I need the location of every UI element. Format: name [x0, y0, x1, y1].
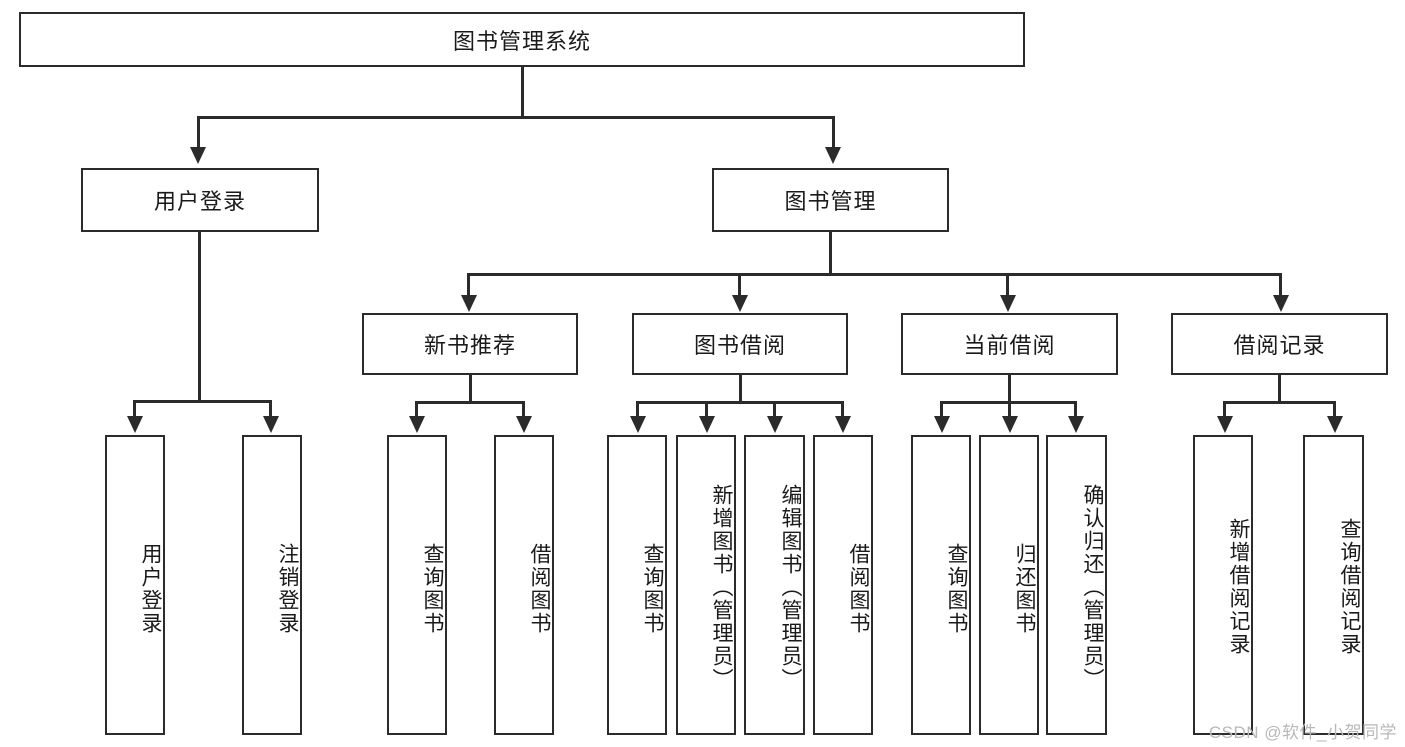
- arrowhead-borrow-to-leaf-2: [699, 416, 715, 433]
- arrowhead-current-to-leaf-3: [1068, 416, 1084, 433]
- edge-bookmgmt-bus: [467, 273, 1282, 276]
- arrowhead-root-to-bookmgmt: [825, 147, 841, 164]
- leaf-confirm-return[interactable]: 确认归还（管理员）: [1046, 435, 1107, 735]
- node-borrow-records[interactable]: 借阅记录: [1171, 313, 1388, 375]
- edge-borrow-to-leaf-4: [841, 401, 844, 418]
- leaf-user-login[interactable]: 用户登录: [105, 435, 165, 735]
- edge-newbook-stem: [469, 375, 472, 403]
- node-user-login[interactable]: 用户登录: [81, 168, 319, 232]
- node-current-borrow[interactable]: 当前借阅: [901, 313, 1118, 375]
- edge-records-to-leaf-2: [1333, 401, 1336, 418]
- arrowhead-root-to-login: [190, 147, 206, 164]
- arrowhead-borrow-to-leaf-4: [835, 416, 851, 433]
- leaf-borrow-book-1[interactable]: 借阅图书: [494, 435, 554, 735]
- leaf-borrow-book-2[interactable]: 借阅图书: [813, 435, 873, 735]
- leaf-query-book-3[interactable]: 查询图书: [911, 435, 971, 735]
- leaf-query-book-1[interactable]: 查询图书: [387, 435, 447, 735]
- arrowhead-bookmgmt-to-newbook: [461, 295, 477, 312]
- edge-bookmgmt-to-newbook: [467, 273, 470, 297]
- edge-borrow-to-leaf-3: [773, 401, 776, 418]
- arrowhead-current-to-leaf-1: [934, 416, 950, 433]
- arrowhead-login-to-leaf-2: [263, 416, 279, 433]
- edge-root-to-bookmgmt: [832, 116, 835, 149]
- edge-borrow-bus: [636, 401, 844, 404]
- edge-root-to-login: [197, 116, 200, 149]
- arrowhead-newbook-to-leaf-2: [516, 416, 532, 433]
- arrowhead-borrow-to-leaf-1: [630, 416, 646, 433]
- arrowhead-records-to-leaf-2: [1327, 416, 1343, 433]
- csdn-watermark: CSDN @软件_小贺同学: [1208, 723, 1397, 742]
- edge-records-bus: [1223, 401, 1336, 404]
- leaf-add-book[interactable]: 新增图书（管理员）: [676, 435, 736, 735]
- leaf-query-borrow-record[interactable]: 查询借阅记录: [1303, 435, 1364, 735]
- arrowhead-login-to-leaf-1: [127, 416, 143, 433]
- leaf-add-borrow-record[interactable]: 新增借阅记录: [1193, 435, 1253, 735]
- arrowhead-bookmgmt-to-borrow: [732, 295, 748, 312]
- leaf-return-book[interactable]: 归还图书: [979, 435, 1039, 735]
- leaf-query-book-2[interactable]: 查询图书: [607, 435, 667, 735]
- node-root-system[interactable]: 图书管理系统: [19, 12, 1025, 67]
- edge-bookmgmt-to-records: [1279, 273, 1282, 297]
- edge-root-stem: [521, 67, 524, 118]
- leaf-edit-book[interactable]: 编辑图书（管理员）: [744, 435, 805, 735]
- edge-current-stem: [1008, 375, 1011, 403]
- edge-root-bus: [197, 116, 835, 119]
- edge-current-to-leaf-2: [1008, 401, 1011, 418]
- edge-records-to-leaf-1: [1223, 401, 1226, 418]
- edge-bookmgmt-to-borrow: [738, 273, 741, 297]
- arrowhead-borrow-to-leaf-3: [767, 416, 783, 433]
- leaf-user-logout[interactable]: 注销登录: [242, 435, 302, 735]
- edge-login-stem: [198, 232, 201, 402]
- edge-login-bus: [133, 400, 271, 403]
- edge-records-stem: [1278, 375, 1281, 403]
- edge-current-to-leaf-3: [1074, 401, 1077, 418]
- edge-newbook-to-leaf-2: [522, 401, 525, 418]
- arrowhead-newbook-to-leaf-1: [409, 416, 425, 433]
- arrowhead-bookmgmt-to-records: [1273, 295, 1289, 312]
- edge-newbook-bus: [415, 401, 525, 404]
- edge-borrow-to-leaf-1: [636, 401, 639, 418]
- edge-borrow-stem: [739, 375, 742, 403]
- node-new-book-recommend[interactable]: 新书推荐: [362, 313, 578, 375]
- edge-login-to-leaf-2: [269, 400, 272, 418]
- edge-bookmgmt-stem: [829, 232, 832, 275]
- node-book-borrow[interactable]: 图书借阅: [632, 313, 848, 375]
- arrowhead-current-to-leaf-2: [1002, 416, 1018, 433]
- edge-current-to-leaf-1: [940, 401, 943, 418]
- arrowhead-bookmgmt-to-current: [1000, 295, 1016, 312]
- arrowhead-records-to-leaf-1: [1217, 416, 1233, 433]
- edge-bookmgmt-to-current: [1006, 273, 1009, 297]
- node-book-management[interactable]: 图书管理: [712, 168, 949, 232]
- edge-borrow-to-leaf-2: [705, 401, 708, 418]
- edge-newbook-to-leaf-1: [415, 401, 418, 418]
- edge-login-to-leaf-1: [133, 400, 136, 418]
